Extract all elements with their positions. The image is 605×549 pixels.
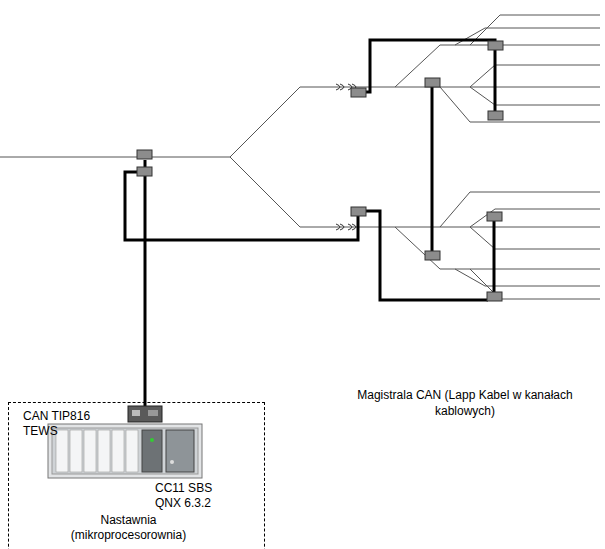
card-label: CAN TIP816 TEWS bbox=[23, 409, 99, 439]
computer-rack: CAN TIP816 TEWS CC11 SBS QNX 6.3.2 bbox=[21, 405, 236, 515]
band-title: Nastawnia (mikroprocesorownia) bbox=[61, 513, 196, 543]
bus-caption: Magistrala CAN (Lapp Kabel w kanałach ka… bbox=[345, 388, 585, 419]
can-junction-boxes bbox=[137, 41, 503, 301]
computer-label: CC11 SBS QNX 6.3.2 bbox=[155, 481, 223, 511]
control-room-band: CAN TIP816 TEWS CC11 SBS QNX 6.3.2Nastawn… bbox=[8, 402, 265, 549]
can-bus-cable bbox=[125, 40, 495, 406]
track-lines bbox=[0, 15, 600, 299]
